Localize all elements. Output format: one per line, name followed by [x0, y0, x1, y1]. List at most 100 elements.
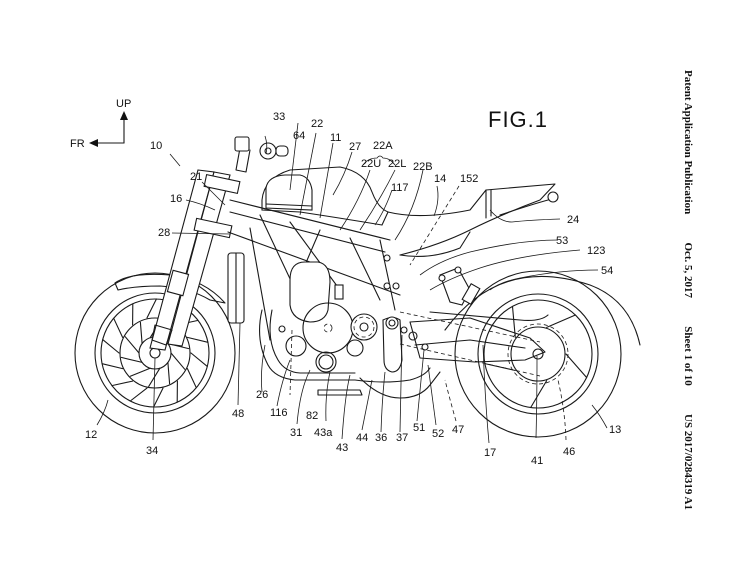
ref-117: 117 [391, 182, 409, 194]
brake-disc-vane [139, 321, 143, 345]
rear-spoke [565, 353, 588, 379]
leader-54 [489, 269, 599, 291]
ref-10: 10 [150, 140, 162, 152]
exhaust [259, 309, 441, 399]
leader-21 [201, 181, 226, 206]
chain-guard [429, 311, 549, 321]
frame-pivot-tube [379, 239, 396, 311]
handlebar-clamp [234, 136, 250, 152]
chain-lower [399, 343, 541, 377]
rear-hugger [444, 275, 641, 346]
leader-123 [429, 249, 581, 291]
ref-51: 51 [413, 422, 425, 434]
exhaust-pipe-upper [259, 309, 431, 383]
leader-22B [394, 169, 424, 241]
leader-lines [96, 122, 608, 444]
ref-47: 47 [452, 424, 464, 436]
ref-31: 31 [290, 427, 302, 439]
ref-28: 28 [158, 227, 170, 239]
leader-43a [325, 371, 331, 422]
front-spoke [190, 352, 208, 367]
ref-26: 26 [256, 389, 268, 401]
handlebar-riser [235, 147, 251, 173]
front-spokes [101, 298, 209, 408]
front-spoke [111, 380, 134, 387]
leader-41 [535, 355, 538, 439]
ref-14: 14 [434, 173, 446, 185]
leader-117 [374, 189, 393, 226]
sensor-block [334, 284, 344, 300]
rear-rim-outer [477, 293, 599, 415]
reference-numerals: 10 21 16 28 33 64 22 11 27 22A 22U 22L 2… [85, 111, 621, 467]
leader-13 [591, 404, 608, 429]
leader-31 [296, 369, 311, 425]
oil-filter [315, 351, 337, 373]
ref-11: 11 [330, 132, 341, 144]
leader-152 [409, 185, 460, 266]
ref-43: 43 [336, 442, 348, 454]
leader-22 [299, 132, 317, 216]
rear-spoke [546, 314, 576, 328]
swingarm-body [409, 317, 546, 363]
front-spoke [129, 387, 148, 402]
frame-upper-rail-2 [229, 211, 386, 253]
brace-22A [362, 155, 396, 166]
ref-36: 36 [375, 432, 387, 444]
tail-inner-line [499, 199, 549, 216]
sprocket-cover-boss [346, 339, 364, 357]
tail-light-mount [547, 191, 559, 203]
ref-54: 54 [601, 265, 613, 277]
drive-sprocket [350, 313, 378, 341]
figure-label: FIG.1 [488, 107, 548, 132]
ref-21: 21 [190, 171, 202, 183]
leader-28 [171, 232, 231, 235]
rear-spoke [511, 305, 516, 339]
up-arrow-icon [120, 111, 128, 120]
leader-33 [264, 135, 268, 155]
front-rim-outer [94, 292, 216, 414]
leader-53 [419, 239, 559, 276]
ref-13: 13 [609, 424, 621, 436]
ref-33: 33 [273, 111, 285, 123]
bracket-bolt-b [438, 274, 446, 282]
chain-upper [399, 311, 541, 343]
frame-strut-2 [289, 221, 341, 291]
ref-37: 37 [396, 432, 408, 444]
leader-64 [289, 122, 299, 191]
cylinder-cover [289, 261, 331, 323]
ref-116: 116 [270, 407, 288, 419]
front-spoke [102, 339, 120, 354]
oil-filter-inner [318, 354, 334, 370]
leader-36 [380, 371, 386, 433]
top-bridge [203, 173, 241, 195]
leader-27 [332, 151, 353, 196]
leader-37 [399, 334, 403, 433]
engine-bolt-c [392, 282, 400, 290]
ref-43a: 43a [314, 427, 333, 439]
rear-hub [510, 326, 566, 382]
leader-44 [361, 379, 373, 431]
swingarm-rib [414, 339, 526, 349]
fork-bottom [151, 324, 173, 346]
ref-123: 123 [587, 245, 605, 257]
ref-64: 64 [293, 130, 305, 142]
ref-22U: 22U [361, 158, 381, 170]
leader-11 [319, 142, 334, 219]
ref-24: 24 [567, 214, 579, 226]
ref-22L: 22L [388, 158, 406, 170]
engine-bolt-d [383, 254, 391, 262]
engine [278, 254, 429, 373]
leader-12 [96, 399, 109, 426]
lower-engine-boss [285, 335, 307, 357]
ref-53: 53 [556, 235, 568, 247]
seat-frame-lower [399, 231, 471, 257]
front-brake-disc [119, 317, 191, 389]
ref-82: 82 [306, 410, 318, 422]
leader-43 [341, 374, 351, 440]
ref-52: 52 [432, 428, 444, 440]
brake-disc-vane [170, 352, 186, 370]
rear-spoke [530, 380, 548, 409]
frame-downtube [249, 227, 271, 341]
ref-44: 44 [356, 432, 368, 444]
